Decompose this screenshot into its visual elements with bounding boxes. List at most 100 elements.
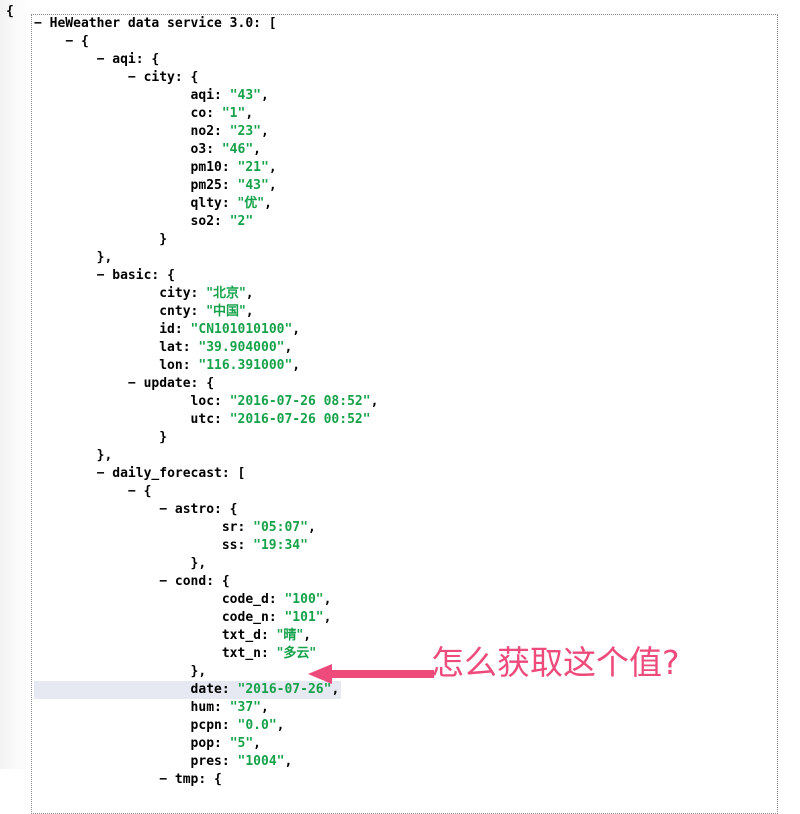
json-row[interactable]: − astro: { <box>34 501 794 519</box>
json-row[interactable]: cnty: "中国", <box>34 303 794 321</box>
json-colon: : <box>268 592 285 607</box>
collapse-toggle-icon[interactable]: − <box>127 70 136 85</box>
json-row[interactable]: }, <box>34 663 794 681</box>
json-colon: : <box>206 106 222 121</box>
json-string-value: "2" <box>229 214 254 229</box>
json-key: lon <box>159 358 183 373</box>
json-row[interactable]: qlty: "优", <box>34 195 794 213</box>
root-open-brace: { <box>6 4 14 19</box>
json-punctuation: , <box>303 628 312 643</box>
json-string-value: "101" <box>284 610 324 625</box>
json-row[interactable]: o3: "46", <box>34 141 794 159</box>
json-key: so2 <box>190 214 215 229</box>
json-row[interactable]: pop: "5", <box>34 735 794 753</box>
json-row[interactable]: − cond: { <box>34 573 794 591</box>
json-string-value: "5" <box>229 736 254 751</box>
json-row[interactable]: city: "北京", <box>34 285 794 303</box>
json-row[interactable]: txt_n: "多云" <box>34 645 794 663</box>
json-row[interactable]: pm10: "21", <box>34 159 794 177</box>
json-row[interactable]: − city: { <box>34 69 794 87</box>
json-row[interactable]: utc: "2016-07-26 00:52" <box>34 411 794 429</box>
json-key: pres <box>190 754 222 769</box>
json-colon: : <box>268 610 285 625</box>
json-row[interactable]: id: "CN101010100", <box>34 321 794 339</box>
json-punctuation: , <box>245 106 254 121</box>
collapse-toggle-icon[interactable]: − <box>127 484 136 499</box>
json-row[interactable]: txt_d: "晴", <box>34 627 794 645</box>
json-row[interactable]: co: "1", <box>34 105 794 123</box>
json-string-value: "43" <box>229 88 261 103</box>
json-punctuation: , <box>245 286 254 301</box>
json-row[interactable]: − basic: { <box>34 267 794 285</box>
json-row[interactable]: } <box>34 231 794 249</box>
json-colon: : <box>221 754 238 769</box>
json-punctuation: , <box>323 610 332 625</box>
json-punctuation: , <box>284 340 293 355</box>
json-string-value: "21" <box>237 160 269 175</box>
json-row[interactable]: loc: "2016-07-26 08:52", <box>34 393 794 411</box>
json-key: co <box>190 106 207 121</box>
collapse-toggle-icon[interactable]: − <box>96 466 105 481</box>
json-row[interactable]: pm25: "43", <box>34 177 794 195</box>
json-string-value: "1" <box>221 106 246 121</box>
json-row[interactable]: }, <box>34 555 794 573</box>
json-key: cnty <box>159 304 191 319</box>
json-row[interactable]: − { <box>34 483 794 501</box>
collapse-toggle-icon[interactable]: − <box>34 16 42 31</box>
json-row[interactable]: − daily_forecast: [ <box>34 465 794 483</box>
json-key: tmp <box>174 772 199 787</box>
json-row[interactable]: aqi: "43", <box>34 87 794 105</box>
json-row[interactable]: }, <box>34 447 794 465</box>
json-row[interactable]: }, <box>34 249 794 267</box>
collapse-toggle-icon[interactable]: − <box>96 268 105 283</box>
json-row[interactable]: so2: "2" <box>34 213 794 231</box>
json-row[interactable]: − HeWeather data service 3.0: [ <box>34 15 794 33</box>
collapse-toggle-icon[interactable]: − <box>159 502 168 517</box>
json-row[interactable]: pcpn: "0.0", <box>34 717 794 735</box>
json-row[interactable]: − aqi: { <box>34 51 794 69</box>
json-row[interactable]: pres: "1004", <box>34 753 794 771</box>
collapse-toggle-icon[interactable]: − <box>96 52 105 67</box>
json-punctuation: } <box>159 430 168 445</box>
json-colon: : <box>214 412 230 427</box>
json-string-value: "北京" <box>206 286 246 301</box>
json-row[interactable]: no2: "23", <box>34 123 794 141</box>
json-colon: : <box>182 340 199 355</box>
json-punctuation: , <box>261 700 269 715</box>
json-row[interactable]: ss: "19:34" <box>34 537 794 555</box>
json-row[interactable]: lon: "116.391000", <box>34 357 794 375</box>
json-string-value: "05:07" <box>253 520 308 535</box>
json-punctuation: : { <box>214 502 238 517</box>
json-punctuation: : [ <box>221 466 246 481</box>
collapse-toggle-icon[interactable]: − <box>65 34 74 49</box>
json-punctuation: : { <box>174 70 199 85</box>
json-row[interactable]: sr: "05:07", <box>34 519 794 537</box>
json-key: basic <box>112 268 152 283</box>
json-string-value: "晴" <box>276 628 304 643</box>
json-row-selected[interactable]: date: "2016-07-26", <box>34 681 342 699</box>
json-row[interactable]: code_d: "100", <box>34 591 794 609</box>
collapse-toggle-icon[interactable]: − <box>127 376 136 391</box>
json-key: cond <box>174 574 207 589</box>
json-row[interactable]: } <box>34 429 794 447</box>
json-string-value: "CN101010100" <box>190 322 293 337</box>
json-key: pm10 <box>190 160 222 175</box>
json-colon: : <box>190 304 207 319</box>
json-row[interactable]: − update: { <box>34 375 794 393</box>
json-punctuation: }, <box>190 556 207 571</box>
json-colon: : <box>221 178 238 193</box>
json-row[interactable]: lat: "39.904000", <box>34 339 794 357</box>
collapse-toggle-icon[interactable]: − <box>159 574 168 589</box>
json-punctuation: { <box>143 484 152 499</box>
json-punctuation: , <box>323 592 332 607</box>
json-row[interactable]: − { <box>34 33 794 51</box>
json-punctuation: }, <box>96 448 113 463</box>
json-punctuation: : { <box>198 772 222 787</box>
collapse-toggle-icon[interactable]: − <box>159 772 168 787</box>
json-row[interactable]: hum: "37", <box>34 699 794 717</box>
json-tree[interactable]: − HeWeather data service 3.0: [ − { − aq… <box>34 15 794 789</box>
json-punctuation: , <box>268 160 277 175</box>
json-row[interactable]: code_n: "101", <box>34 609 794 627</box>
json-row[interactable]: − tmp: { <box>34 771 794 789</box>
json-colon: : <box>260 628 277 643</box>
